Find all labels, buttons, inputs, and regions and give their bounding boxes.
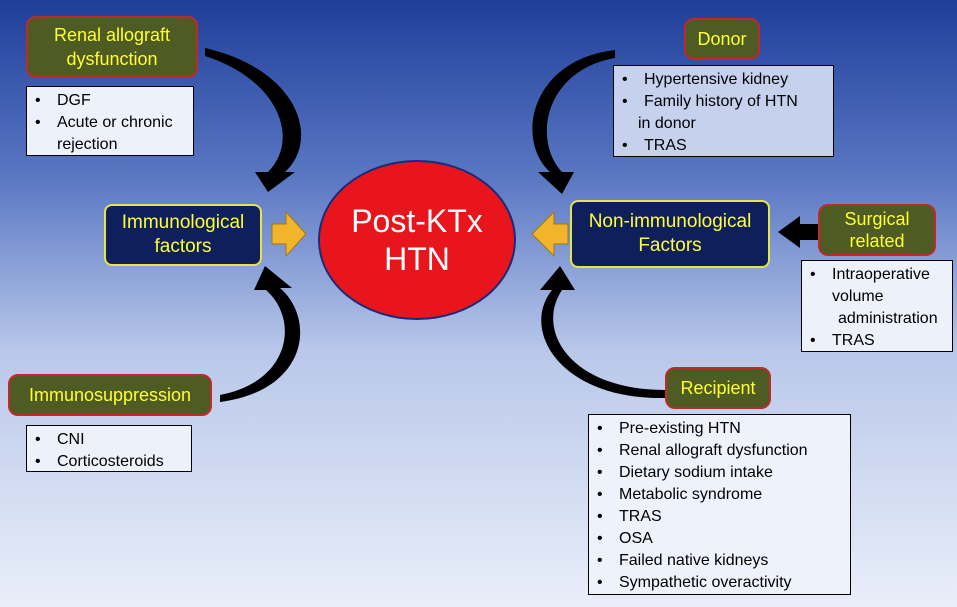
center-line2: HTN [384,241,450,277]
immunological-line1: Immunological [121,212,245,233]
list-item: DGF [35,90,187,112]
list-item: TRAS [810,330,946,352]
list-item: rejection [57,136,118,153]
renal-title-1: Renal allograft [53,25,171,45]
list-item: administration [838,310,938,327]
list-item: Corticosteroids [35,451,185,473]
renal-dysfunction-box: Renal allograft dysfunction [26,16,198,78]
surgical-title-1: Surgical [844,209,910,229]
non-immunological-factors-box: Non-immunological Factors [570,200,770,268]
surgical-related-box: Surgical related [818,204,936,256]
recipient-box: Recipient [665,367,771,409]
immunosuppression-title: Immunosuppression [28,385,192,405]
recipient-list: Pre-existing HTN Renal allograft dysfunc… [588,414,851,595]
nonimmunological-line2: Factors [638,235,702,256]
list-item: in donor [638,115,696,132]
center-ellipse: Post-KTx HTN [318,160,516,320]
center-line1: Post-KTx [351,203,483,239]
donor-box: Donor [684,18,760,60]
list-item: Hypertensive kidney [622,69,827,91]
list-item: CNI [35,429,185,451]
curved-arrow-immunosuppression [220,266,301,402]
yellow-arrow-right [531,210,569,258]
list-item: TRAS [597,506,844,528]
list-item: Renal allograft dysfunction [597,440,844,462]
immunosuppression-box: Immunosuppression [8,374,212,416]
curved-arrow-renal [205,48,302,192]
list-item: Failed native kidneys [597,550,844,572]
surgical-list: Intraoperative volume administration TRA… [801,260,953,352]
list-item: Intraoperative [810,264,946,286]
list-item: Acute or chronic [35,112,187,134]
list-item: Family history of HTN [622,91,827,113]
yellow-arrow-left [271,210,307,258]
curved-arrow-recipient [540,266,665,399]
list-item: volume [832,288,884,305]
curved-arrow-donor [532,50,615,194]
list-item: Dietary sodium intake [597,462,844,484]
donor-list: Hypertensive kidney Family history of HT… [613,65,834,157]
arrow-surgical [778,216,818,248]
renal-title-2: dysfunction [66,49,158,69]
surgical-title-2: related [849,231,905,251]
immunological-line2: factors [154,236,212,257]
immunological-factors-box: Immunological factors [104,204,262,266]
list-item: OSA [597,528,844,550]
list-item: TRAS [622,135,827,157]
immunosuppression-list: CNI Corticosteroids [26,425,192,473]
list-item: Sympathetic overactivity [597,572,844,594]
nonimmunological-line1: Non-immunological [588,211,752,232]
renal-list: DGF Acute or chronic rejection [26,86,194,156]
list-item: Pre-existing HTN [597,418,844,440]
donor-title: Donor [697,29,747,49]
recipient-title: Recipient [680,378,756,398]
list-item: Metabolic syndrome [597,484,844,506]
